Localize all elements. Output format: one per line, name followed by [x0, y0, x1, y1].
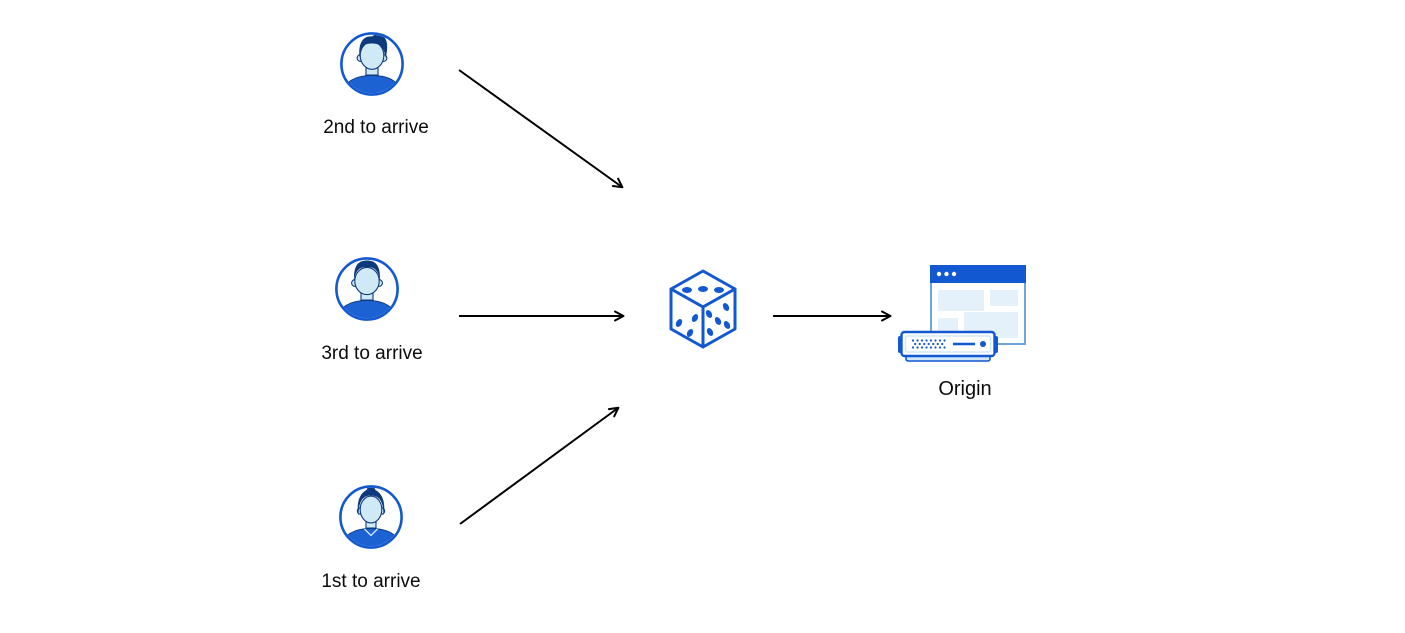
node-user-bottom	[338, 484, 404, 550]
origin-label: Origin	[938, 378, 992, 400]
node-user-top	[339, 31, 405, 97]
user-top-label: 2nd to arrive	[323, 117, 429, 138]
dice-icon	[669, 269, 737, 349]
node-user-middle	[334, 256, 400, 322]
node-selector	[668, 268, 738, 350]
user-bottom-label: 1st to arrive	[321, 571, 421, 592]
arrow-user-top-to-dice	[458, 69, 624, 189]
server-icon	[898, 330, 998, 362]
user-middle-label: 3rd to arrive	[321, 343, 423, 364]
arrow-user-bottom-to-dice	[459, 406, 620, 525]
male-avatar-quiff-icon	[340, 32, 404, 96]
male-avatar-icon	[335, 257, 399, 321]
female-avatar-icon	[339, 485, 403, 549]
